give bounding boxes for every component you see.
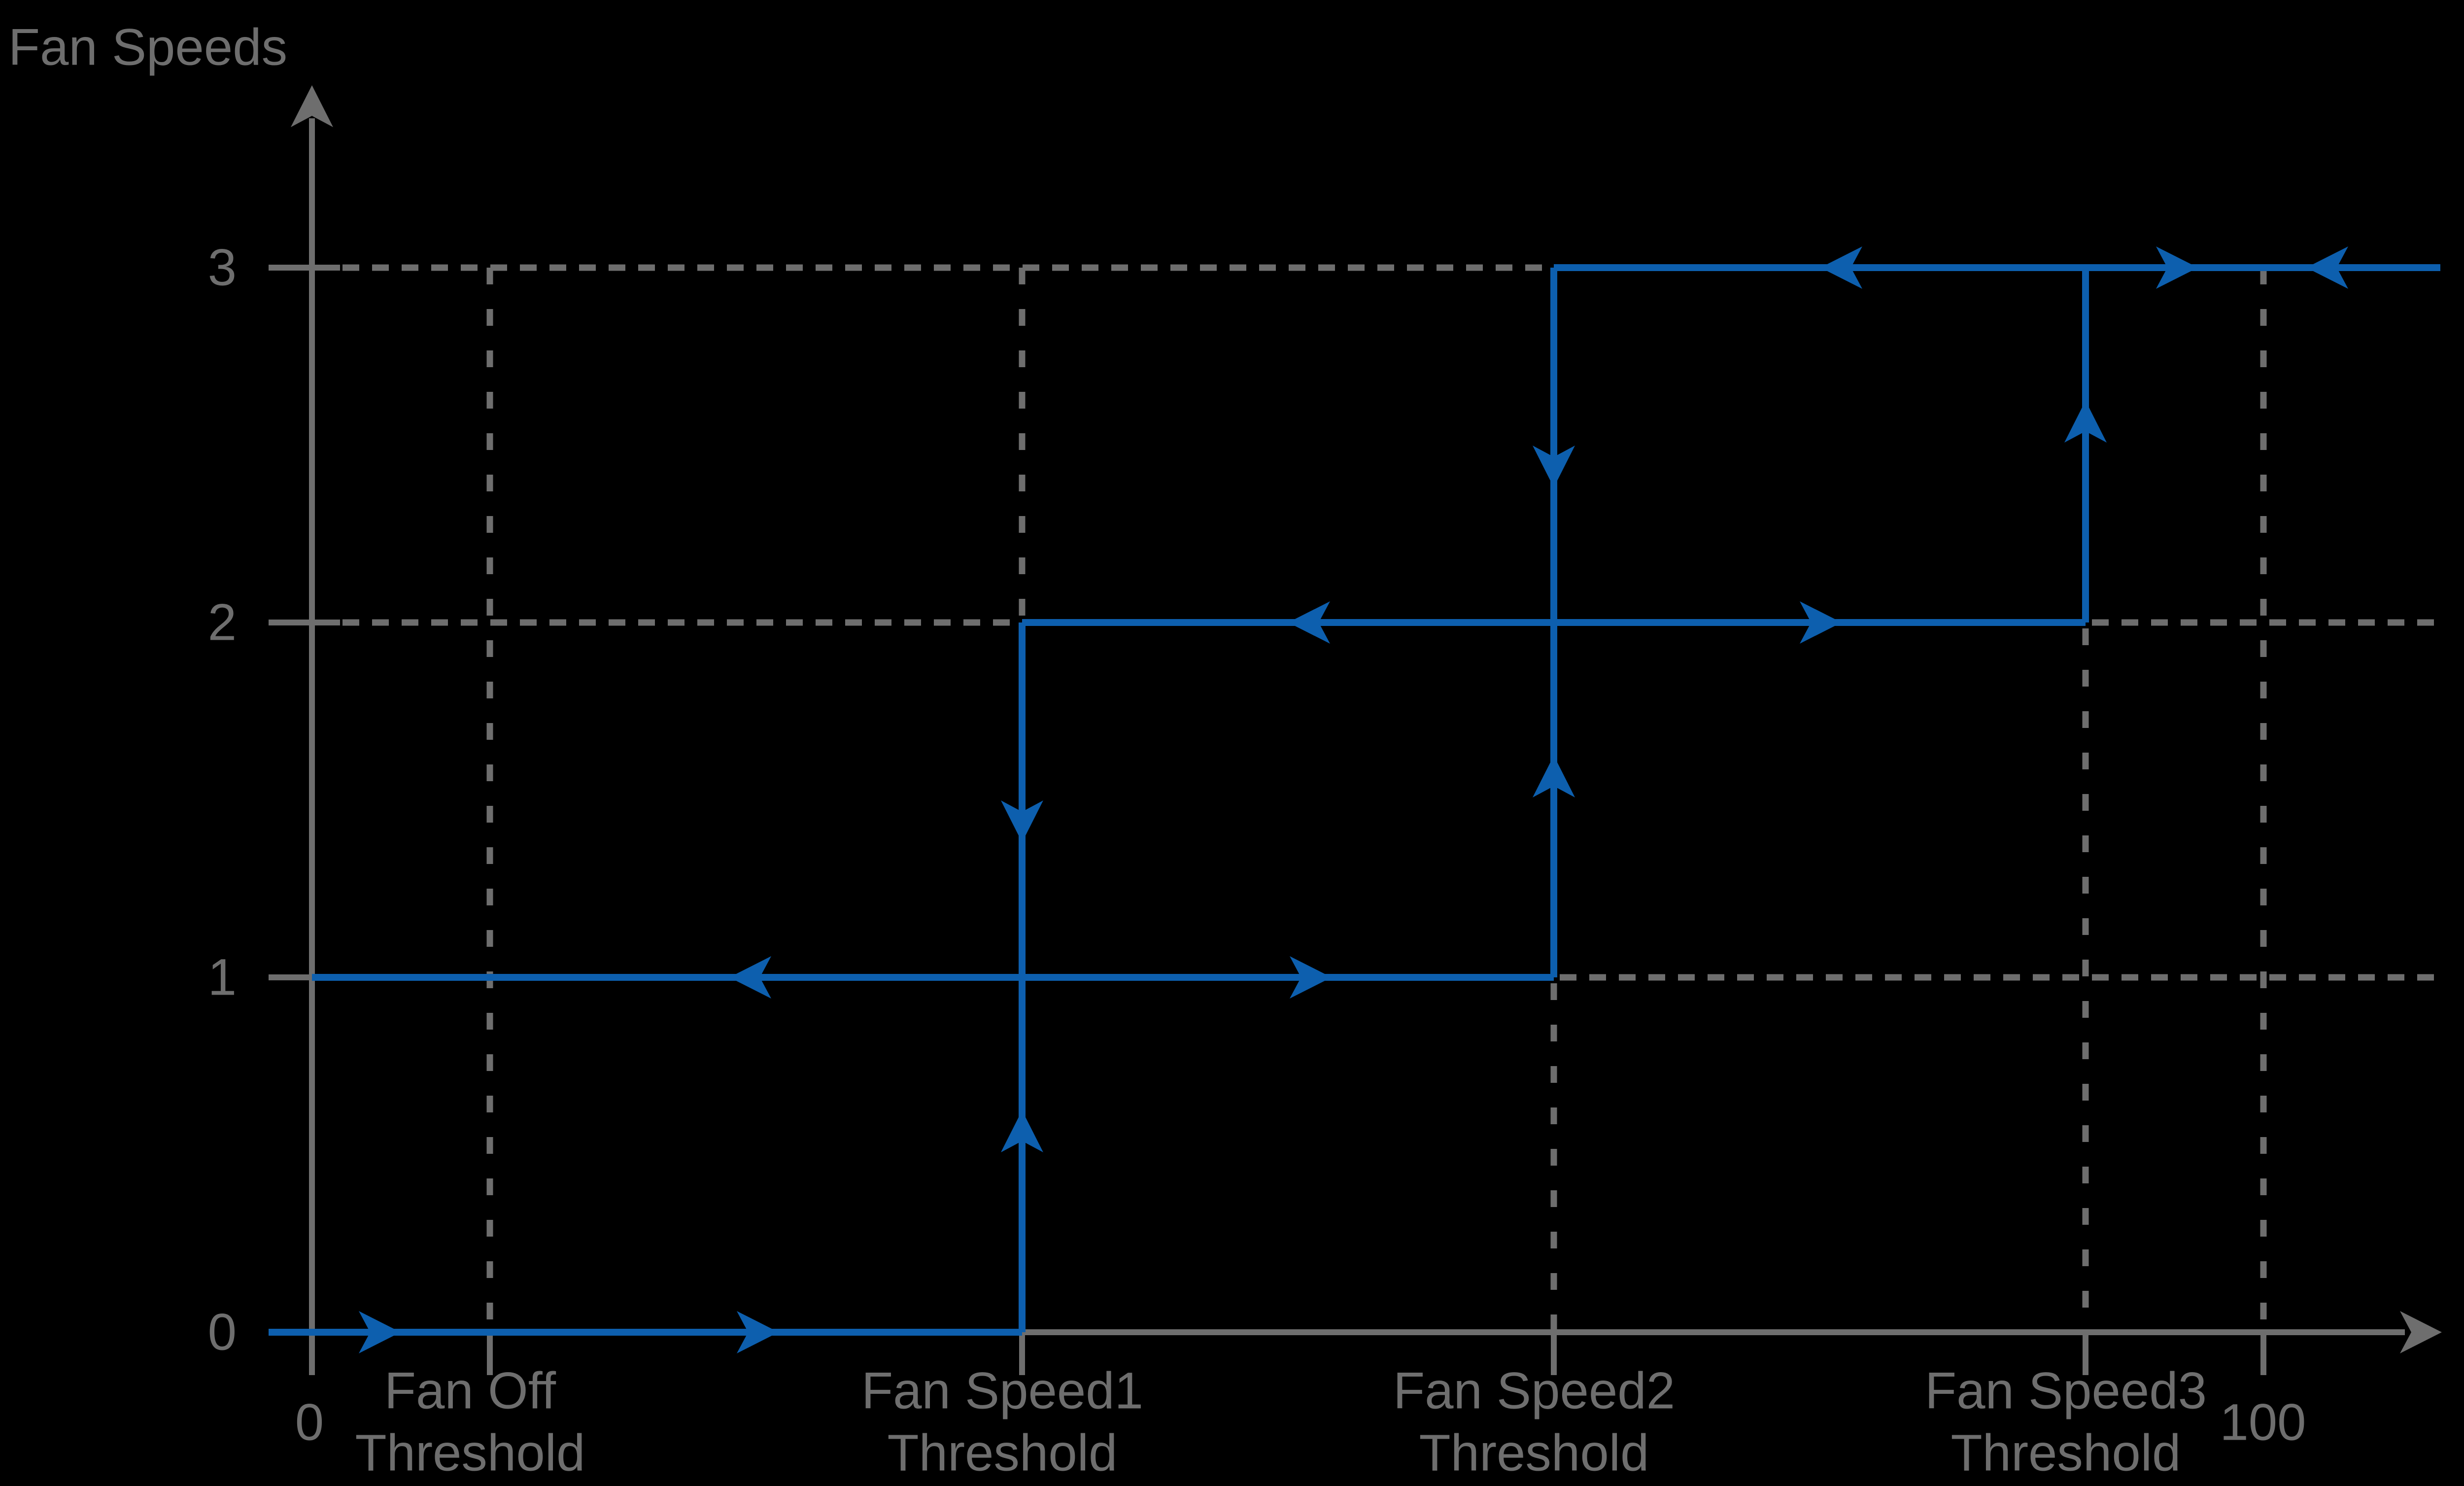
y-tick-label-3: 3: [208, 239, 237, 297]
labels: Fan Speeds 3 2 1 0 0 100 Fan Off Thresho…: [8, 19, 2306, 1482]
arrow-left-icon: [2306, 246, 2348, 289]
y-axis-title: Fan Speeds: [8, 19, 287, 76]
x-tick-label-fan-off-line1: Fan Off: [384, 1362, 556, 1420]
arrow-up-icon: [2064, 401, 2107, 443]
arrow-down-icon: [1001, 800, 1043, 842]
y-tick-label-0: 0: [208, 1304, 237, 1361]
arrow-left-icon: [729, 956, 771, 999]
arrow-right-icon: [1290, 956, 1332, 999]
arrow-right-icon: [359, 1311, 401, 1353]
arrow-down-icon: [1533, 446, 1575, 487]
arrow-left-icon: [1820, 246, 1862, 289]
y-tick-label-1: 1: [208, 949, 237, 1006]
x-tick-label-speed1-line2: Threshold: [888, 1424, 1118, 1482]
x-tick-label-fan-off-line2: Threshold: [355, 1424, 585, 1482]
x-tick-label-0: 0: [295, 1394, 324, 1451]
axes: [269, 85, 2442, 1375]
hysteresis-path: [269, 264, 2440, 1336]
x-tick-label-speed2-line2: Threshold: [1419, 1424, 1649, 1482]
x-tick-label-speed2-line1: Fan Speed2: [1393, 1362, 1675, 1420]
gridlines: [342, 264, 2442, 1331]
x-tick-label-speed3-line1: Fan Speed3: [1925, 1362, 2207, 1420]
direction-arrows: [359, 246, 2348, 1353]
arrow-right-icon: [2156, 246, 2198, 289]
arrow-up-icon: [1001, 1110, 1043, 1152]
x-tick-label-100: 100: [2220, 1394, 2306, 1451]
arrow-up-icon: [1533, 756, 1575, 797]
arrow-right-icon: [1800, 601, 1842, 644]
x-tick-label-speed3-line2: Threshold: [1951, 1424, 2181, 1482]
x-axis-arrow-icon: [2400, 1311, 2442, 1353]
arrow-right-icon: [737, 1311, 779, 1353]
arrow-left-icon: [1288, 601, 1330, 644]
y-axis-arrow-icon: [291, 85, 333, 127]
x-tick-label-speed1-line1: Fan Speed1: [861, 1362, 1143, 1420]
y-tick-label-2: 2: [208, 594, 237, 652]
